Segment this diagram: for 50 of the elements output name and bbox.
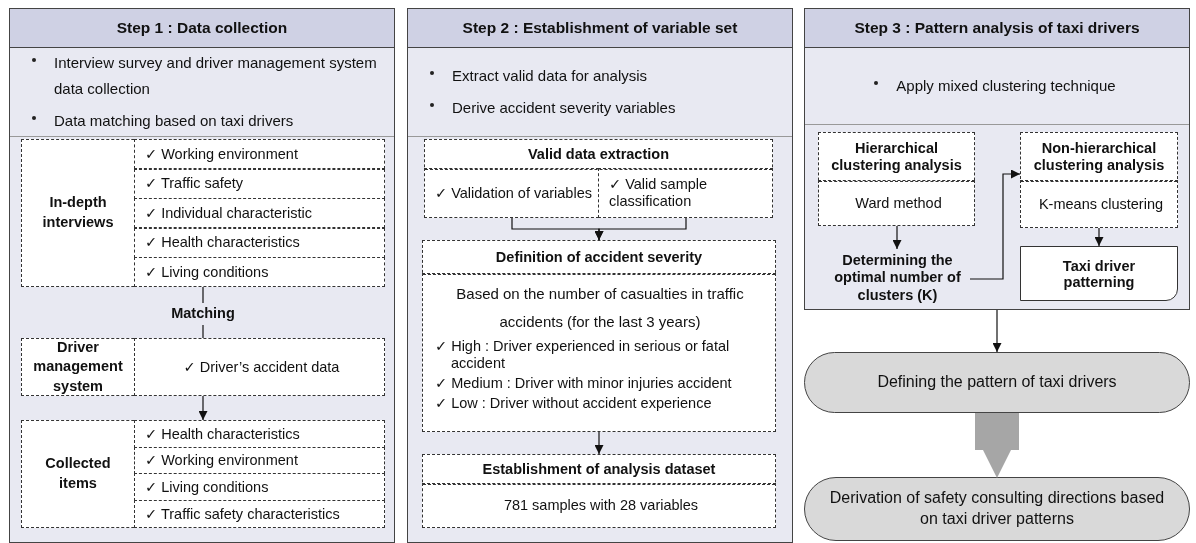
checklist-item: ✓ Low : Driver without accident experience (435, 395, 713, 412)
row-heading: Collected items (44, 454, 112, 493)
checklist-cell: ✓ Living conditions (134, 257, 385, 287)
category-table (21, 338, 385, 396)
titled-table (422, 454, 776, 528)
checklist-item: ✓ Medium : Driver with minor injuries accident (435, 375, 733, 392)
connector-line (202, 286, 204, 304)
checklist-cell: ✓ Valid sample classification (598, 168, 773, 218)
step-label: Determining the optimal number of clusters (K) (825, 249, 970, 307)
titled-table (818, 132, 975, 226)
arrow (594, 217, 687, 241)
step-panel (407, 8, 793, 543)
connector-line (202, 324, 204, 339)
step-panel (9, 8, 395, 543)
category-table (21, 420, 385, 528)
checklist-cell: ✓ Working environment (134, 139, 385, 169)
checklist-cell: ✓ Individual characteristic (134, 198, 385, 228)
row-heading: Driver management system (32, 339, 124, 395)
checklist-item: ✓ High : Driver experienced in serious or fatal accident (435, 338, 731, 372)
description-text: Based on the number of casualties in traffic accidents (for the last 3 years) (455, 284, 745, 332)
checklist-cell: ✓ Validation of variables (424, 168, 599, 218)
panel-heading: Step 2 : Establishment of variable set (408, 9, 792, 48)
arrow (1094, 227, 1104, 247)
bullet-text: Data matching based on taxi drivers (54, 111, 295, 132)
titled-table (422, 240, 776, 432)
panel-heading: Step 3 : Pattern analysis of taxi drivers (805, 9, 1189, 48)
checklist-cell: ✓ Living conditions (134, 473, 385, 502)
arrow (992, 309, 1002, 353)
arrow (892, 225, 902, 250)
bullet-text: Extract valid data for analysis (452, 65, 649, 86)
bullet-text: Derive accident severity variables (452, 98, 677, 118)
large-arrow (975, 413, 1019, 478)
outcome-pill: Derivation of safety consulting directions based on taxi driver patterns (804, 477, 1190, 541)
arrow (198, 395, 208, 421)
outcome-pill: Defining the pattern of taxi drivers (804, 352, 1190, 413)
result-box: Taxi driver patterning (1020, 246, 1178, 301)
titled-table (1020, 132, 1178, 228)
panel-heading: Step 1 : Data collection (10, 9, 394, 48)
checklist-cell: ✓ Traffic safety (134, 168, 385, 199)
checklist-cell: ✓ Working environment (134, 446, 385, 475)
row-heading: In-depth interviews (41, 193, 115, 232)
checklist-cell: ✓ Health characteristics (134, 227, 385, 258)
category-table (21, 139, 385, 287)
titled-table (424, 139, 773, 218)
bullet-text: Interview survey and driver management system data collection (54, 52, 378, 99)
step-label: Matching (153, 303, 253, 325)
step-panel (804, 8, 1190, 310)
bullet-text: Apply mixed clustering technique (896, 75, 1116, 96)
arrow (969, 169, 1021, 280)
arrow (594, 431, 604, 455)
